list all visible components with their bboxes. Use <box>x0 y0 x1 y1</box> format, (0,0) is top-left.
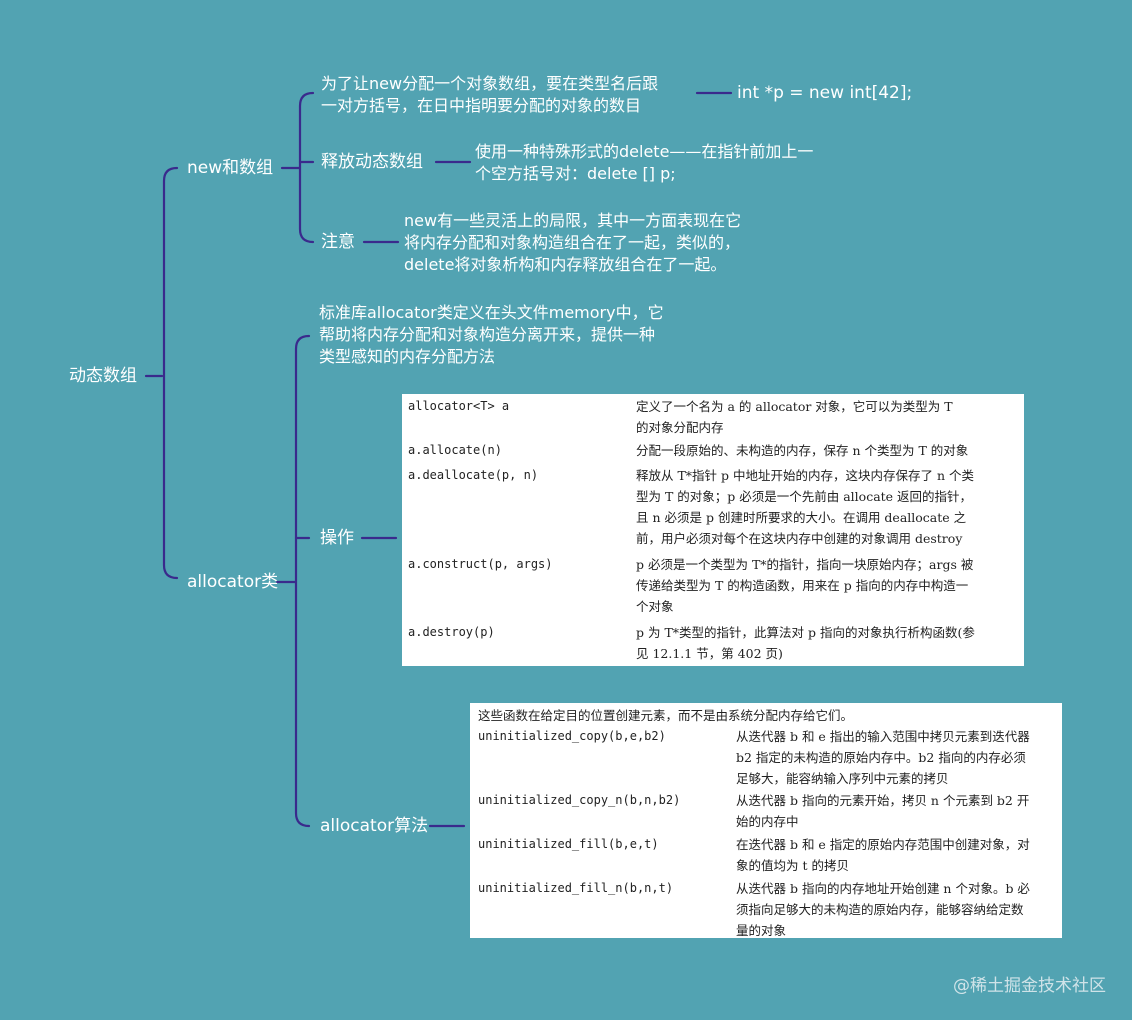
op-desc: 释放从 T*指针 p 中地址开始的内存，这块内存保存了 n 个类 型为 T 的对… <box>636 468 975 546</box>
note-desc: new有一些灵活上的局限，其中一方面表现在它 将内存分配和对象构造组合在了一起，… <box>404 211 742 274</box>
new-array-node: new和数组 <box>187 158 274 178</box>
op-code: allocator<T> a <box>408 399 510 413</box>
op-code: a.allocate(n) <box>408 443 502 457</box>
algo-desc: 从迭代器 b 和 e 指出的输入范围中拷贝元素到迭代器 b2 指定的未构造的原始… <box>736 729 1030 786</box>
op-desc: 定义了一个名为 a 的 allocator 对象，它可以为类型为 T 的对象分配… <box>636 399 953 435</box>
op-code: a.deallocate(p, n) <box>408 468 539 482</box>
watermark: @稀土掘金技术社区 <box>953 976 1106 996</box>
new-array-alloc-desc: 为了让new分配一个对象数组，要在类型名后跟 一对方括号，在日中指明要分配的对象… <box>321 74 659 115</box>
algorithms-note: 这些函数在给定目的位置创建元素，而不是由系统分配内存给它们。 <box>478 708 854 723</box>
allocator-node: allocator类 <box>187 572 279 592</box>
algorithms-table: 这些函数在给定目的位置创建元素，而不是由系统分配内存给它们。 uninitial… <box>470 703 1062 938</box>
algo-desc: 在迭代器 b 和 e 指定的原始内存范围中创建对象，对 象的值均为 t 的拷贝 <box>736 837 1030 873</box>
new-array-example: int *p = new int[42]; <box>737 83 913 103</box>
algo-code: uninitialized_fill(b,e,t) <box>478 837 659 851</box>
algo-code: uninitialized_fill_n(b,n,t) <box>478 881 674 895</box>
root-node: 动态数组 <box>69 366 137 386</box>
algo-desc: 从迭代器 b 指向的内存地址开始创建 n 个对象。b 必 须指向足够大的未构造的… <box>736 881 1030 938</box>
release-array-desc: 使用一种特殊形式的delete——在指针前加上一 个空方括号对：delete [… <box>475 142 814 183</box>
operations-node: 操作 <box>320 528 354 548</box>
operations-table: allocator<T> a 定义了一个名为 a 的 allocator 对象，… <box>402 394 1024 666</box>
release-array-node: 释放动态数组 <box>321 152 423 172</box>
allocator-algorithms-node: allocator算法 <box>320 816 429 836</box>
algo-code: uninitialized_copy_n(b,n,b2) <box>478 793 681 807</box>
algo-desc: 从迭代器 b 指向的元素开始，拷贝 n 个元素到 b2 开 始的内存中 <box>736 793 1030 829</box>
op-code: a.construct(p, args) <box>408 557 553 571</box>
op-desc: p 为 T*类型的指针，此算法对 p 指向的对象执行析构函数(参 见 12.1.… <box>636 625 975 661</box>
allocator-intro: 标准库allocator类定义在头文件memory中，它 帮助将内存分配和对象构… <box>319 303 664 366</box>
op-code: a.destroy(p) <box>408 625 495 639</box>
op-desc: 分配一段原始的、未构造的内存，保存 n 个类型为 T 的对象 <box>636 443 969 458</box>
op-desc: p 必须是一个类型为 T*的指针，指向一块原始内存；args 被 传递给类型为 … <box>636 557 974 614</box>
note-node: 注意 <box>321 232 355 252</box>
algo-code: uninitialized_copy(b,e,b2) <box>478 729 666 743</box>
